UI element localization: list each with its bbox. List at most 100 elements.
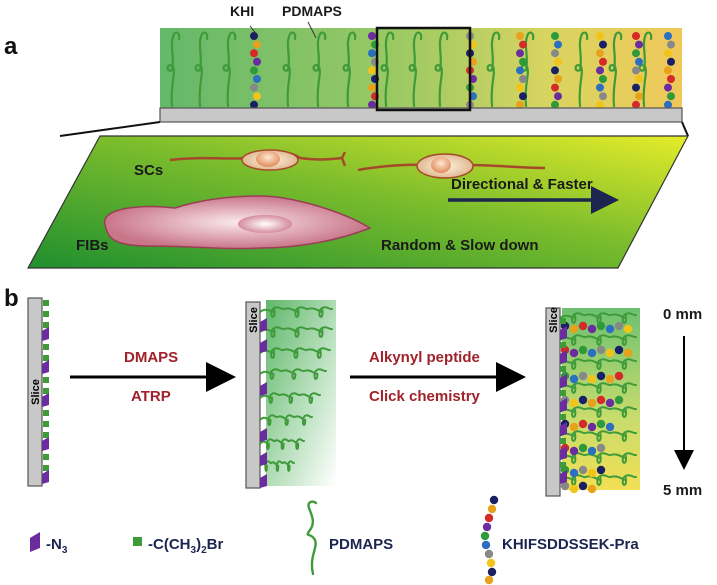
peptide-bead (578, 465, 588, 475)
schwann-cell-right (357, 153, 546, 179)
peptide-bead (578, 395, 588, 405)
peptide-bead (605, 398, 615, 408)
peptide-bead (569, 374, 579, 384)
pdmaps-chain (259, 414, 313, 426)
peptide-bead (605, 374, 615, 384)
bromide-group (43, 344, 49, 350)
peptide-bead (667, 57, 675, 66)
peptide-bead (578, 321, 588, 331)
peptide-chain-symbol (480, 495, 499, 585)
peptide-bead (368, 83, 376, 92)
gradient-brush-strip (160, 28, 682, 108)
peptide-bead (599, 40, 607, 49)
brush-gradient-2 (266, 300, 336, 486)
bromide-group (560, 462, 566, 468)
peptide-bead (253, 92, 261, 101)
peptide-bead (250, 100, 258, 109)
peptide-bead (519, 75, 527, 83)
peptide-bead (551, 83, 559, 92)
peptide-bead (596, 100, 604, 109)
peptide-bead (599, 92, 607, 101)
azide-group (260, 318, 267, 332)
pdmaps-chain (259, 438, 305, 450)
peptide-bead (623, 324, 633, 334)
peptide-bead (578, 481, 588, 491)
peptide-bead (519, 57, 527, 66)
pdmaps-chain (408, 31, 423, 108)
bromide-group (560, 342, 566, 348)
bromide-group (560, 438, 566, 444)
peptide-bead (632, 100, 640, 109)
azide-group (560, 374, 567, 388)
peptide-bead (253, 57, 261, 66)
label-random: Random & Slow down (381, 237, 539, 254)
azide-group (560, 446, 567, 460)
peptide-bead (578, 371, 588, 381)
peptide-bead (664, 49, 672, 58)
azide-group (260, 474, 267, 488)
peptide-bead (487, 504, 497, 514)
peptide-bead (253, 40, 261, 49)
peptide-bead (667, 92, 675, 101)
peptide-bead (484, 549, 494, 559)
peptide-bead (516, 49, 524, 58)
peptide-bead (569, 484, 579, 494)
pdmaps-chain (259, 392, 321, 404)
pdmaps-chain (486, 31, 501, 108)
peptide-bead (614, 395, 624, 405)
peptide-bead (569, 348, 579, 358)
azide-group (560, 470, 567, 484)
label-scs: SCs (134, 162, 164, 179)
bromide-group (43, 311, 49, 317)
azide-group (42, 437, 49, 451)
bromide-group (560, 390, 566, 396)
peptide-bead (250, 32, 258, 40)
bromide-group (560, 318, 566, 324)
peptide-bead (554, 40, 562, 49)
slice-3-functionalized (559, 312, 637, 494)
peptide-bead (614, 345, 624, 355)
azide-symbol (30, 532, 40, 552)
peptide-bead (587, 348, 597, 358)
peptide-bead (632, 49, 640, 58)
peptide-bead (596, 49, 604, 58)
scale-top-label: 0 mm (663, 306, 703, 323)
azide-group (42, 360, 49, 374)
peptide-bead (551, 66, 559, 75)
slice-1-surface-groups (42, 300, 49, 484)
pdmaps-chain (166, 31, 181, 108)
peptide-bead (605, 422, 615, 432)
pdmaps-chain (559, 334, 637, 346)
peptide-bead (596, 83, 604, 92)
bromide-group (43, 410, 49, 416)
pdmaps-chain (559, 382, 637, 394)
pdmaps-chain (638, 31, 653, 108)
peptide-bead (250, 66, 258, 75)
peptide-bead (667, 75, 675, 83)
pdmaps-chain (559, 406, 637, 418)
peptide-bead (587, 446, 597, 456)
peptide-bead (664, 83, 672, 92)
peptide-bead (569, 422, 579, 432)
fibroblast-cell (104, 195, 372, 250)
peptide-bead (587, 398, 597, 408)
pdmaps-chain (559, 452, 637, 464)
peptide-bead (596, 419, 606, 429)
khi-pointer (249, 25, 259, 37)
label-pdmaps-top: PDMAPS (282, 3, 342, 19)
azide-group (42, 470, 49, 484)
peptide-bead (578, 443, 588, 453)
peptide-bead (599, 57, 607, 66)
peptide-bead (560, 481, 570, 491)
pdmaps-chain (259, 368, 327, 380)
azide-group (260, 382, 267, 396)
pdmaps-chain (282, 31, 297, 108)
peptide-bead (605, 348, 615, 358)
peptide-bead (551, 32, 559, 40)
peptide-bead (596, 345, 606, 355)
legend-bromide-label: -C(CH3)2Br (148, 536, 224, 556)
pdmaps-chain (259, 326, 333, 338)
peptide-bead (250, 49, 258, 58)
peptide-bead (635, 40, 643, 49)
peptide-bead (632, 32, 640, 40)
